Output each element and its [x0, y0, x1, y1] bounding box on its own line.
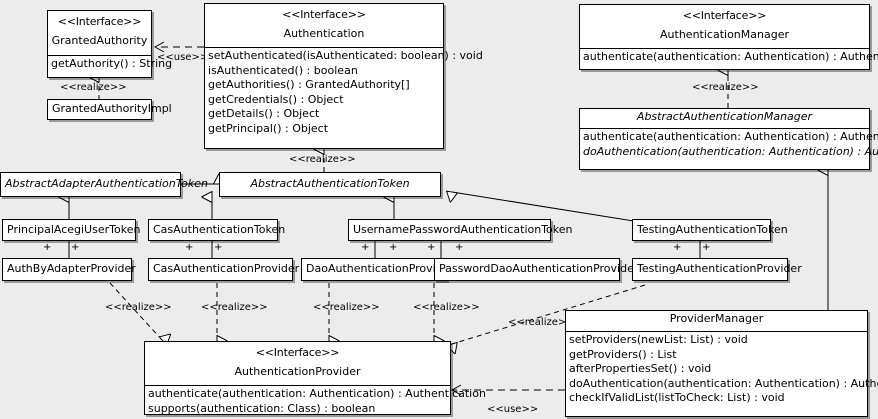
class-box-abstract-authentication-manager[interactable]: AbstractAuthenticationManager authentica…: [579, 108, 878, 170]
edge-label-use-authenticationprovider: <<use>>: [487, 404, 539, 415]
class-name-authentication-manager: AuthenticationManager: [660, 28, 789, 41]
class-box-username-password-authentication-token[interactable]: UsernamePasswordAuthenticationToken: [348, 219, 573, 241]
operation: checkIfValidList(listToCheck: List) : vo…: [569, 391, 785, 404]
class-name-username-password-authentication-token: UsernamePasswordAuthenticationToken: [353, 223, 573, 236]
class-box-granted-authority-impl[interactable]: GrantedAuthorityImpl: [47, 99, 172, 120]
operation: getProviders() : List: [569, 347, 677, 361]
assoc-plus-passworddaoprovider: +: [455, 242, 464, 253]
class-box-abstract-adapter-authentication-token[interactable]: AbstractAdapterAuthenticationToken: [0, 172, 208, 197]
class-name-testing-authentication-provider: TestingAuthenticationProvider: [637, 262, 802, 275]
edge-label-realize-abstractauthenticationmanager: <<realize>>: [692, 82, 759, 93]
edge-label-use-grantedauthority: <<use>>: [157, 52, 209, 63]
class-name-abstract-authentication-token: AbstractAuthenticationToken: [250, 177, 410, 190]
operation: doAuthentication(authentication: Authent…: [569, 376, 878, 390]
assoc-plus-usernamepasswordtoken-dao: +: [361, 242, 370, 253]
operations-provider-manager: setProviders(newList: List) : void getPr…: [566, 332, 878, 408]
assoc-plus-authbyadapterprovider: +: [71, 242, 80, 253]
class-box-password-dao-authentication-provider[interactable]: PasswordDaoAuthenticationProvider: [434, 258, 639, 281]
operation: authenticate(authentication: Authenticat…: [583, 130, 878, 143]
operation: getDetails() : Object: [208, 107, 320, 120]
class-name-authentication-provider: AuthenticationProvider: [234, 365, 361, 378]
operations-granted-authority: getAuthority() : String: [48, 56, 173, 74]
class-header-authentication-provider: <<Interface>> AuthenticationProvider: [145, 342, 450, 386]
assoc-plus-daoauthenticationprovider: +: [389, 242, 398, 253]
edge-label-realize-grantedauthorityimpl: <<realize>>: [60, 82, 127, 93]
stereotype-interface: <<Interface>>: [57, 15, 142, 28]
operation: setProviders(newList: List) : void: [569, 333, 748, 346]
operation: getPrincipal() : Object: [208, 121, 329, 135]
assoc-plus-usernamepasswordtoken-pdao: +: [427, 242, 436, 253]
class-header-authentication-manager: <<Interface>> AuthenticationManager: [580, 5, 869, 49]
class-header-abstract-authentication-manager: AbstractAuthenticationManager: [580, 109, 869, 129]
class-name-abstract-adapter-authentication-token: AbstractAdapterAuthenticationToken: [5, 177, 208, 190]
assoc-plus-testingauthenticationprovider: +: [702, 242, 711, 253]
edge-label-realize-daoauthenticationprovider: <<realize>>: [313, 302, 380, 313]
class-name-abstract-authentication-manager: AbstractAuthenticationManager: [636, 110, 813, 123]
operations-abstract-authentication-manager: authenticate(authentication: Authenticat…: [580, 129, 878, 161]
operation: isAuthenticated() : boolean: [208, 63, 358, 77]
class-box-dao-authentication-provider[interactable]: DaoAuthenticationProvider: [301, 258, 454, 281]
operations-authentication: setAuthenticated(isAuthenticated: boolea…: [205, 48, 483, 138]
class-box-authentication-provider[interactable]: <<Interface>> AuthenticationProvider aut…: [144, 341, 486, 418]
operation: getAuthority() : String: [51, 57, 173, 70]
class-name-auth-by-adapter-provider: AuthByAdapterProvider: [7, 262, 136, 275]
class-name-principal-acegi-user-token: PrincipalAcegiUserToken: [7, 223, 141, 236]
edge-label-realize-casauthenticationprovider: <<realize>>: [201, 302, 268, 313]
class-header-provider-manager: ProviderManager: [566, 311, 867, 332]
class-box-authentication[interactable]: <<Interface>> Authentication setAuthenti…: [204, 3, 483, 149]
class-box-abstract-authentication-token[interactable]: AbstractAuthenticationToken: [219, 172, 441, 197]
assoc-plus-casauthenticationprovider: +: [214, 242, 223, 253]
class-box-cas-authentication-provider[interactable]: CasAuthenticationProvider: [148, 258, 300, 281]
stereotype-interface: <<Interface>>: [282, 8, 366, 21]
operation: setAuthenticated(isAuthenticated: boolea…: [208, 49, 483, 62]
edge-label-realize-testingauthenticationprovider: <<realize>>: [508, 317, 575, 328]
class-box-testing-authentication-provider[interactable]: TestingAuthenticationProvider: [632, 258, 802, 281]
stereotype-interface: <<Interface>>: [682, 9, 767, 22]
class-box-principal-acegi-user-token[interactable]: PrincipalAcegiUserToken: [2, 219, 141, 241]
class-name-provider-manager: ProviderManager: [669, 312, 764, 325]
class-name-dao-authentication-provider: DaoAuthenticationProvider: [306, 262, 454, 275]
assoc-plus-principalacegiusertoken: +: [43, 242, 52, 253]
operation: afterPropertiesSet() : void: [569, 362, 712, 375]
edge-label-realize-abstractauthenticationtoken: <<realize>>: [289, 154, 356, 165]
class-name-cas-authentication-token: CasAuthenticationToken: [153, 223, 286, 236]
class-header-authentication: <<Interface>> Authentication: [205, 4, 443, 48]
class-box-auth-by-adapter-provider[interactable]: AuthByAdapterProvider: [2, 258, 136, 281]
operation: getAuthorities() : GrantedAuthority[]: [208, 78, 410, 91]
class-name-authentication: Authentication: [283, 27, 365, 40]
class-box-cas-authentication-token[interactable]: CasAuthenticationToken: [148, 219, 286, 241]
class-box-provider-manager[interactable]: ProviderManager setProviders(newList: Li…: [565, 310, 878, 417]
class-box-authentication-manager[interactable]: <<Interface>> AuthenticationManager auth…: [579, 4, 878, 70]
assoc-plus-casauthenticationtoken: +: [185, 242, 194, 253]
edge-label-realize-authbyadapterprovider: <<realize>>: [105, 302, 172, 313]
operation: authenticate(authentication: Authenticat…: [583, 50, 878, 63]
class-box-testing-authentication-token[interactable]: TestingAuthenticationToken: [632, 219, 788, 241]
edge-testingauthenticationtoken-generalizes-abstractauthenticationtoken: [452, 192, 641, 223]
operation: supports(authentication: Class) : boolea…: [148, 401, 376, 415]
operation: doAuthentication(authentication: Authent…: [583, 144, 878, 158]
operation: getCredentials() : Object: [208, 92, 344, 106]
operations-authentication-manager: authenticate(authentication: Authenticat…: [580, 49, 878, 67]
operation: authenticate(authentication: Authenticat…: [148, 387, 486, 400]
class-box-granted-authority[interactable]: <<Interface>> GrantedAuthority getAuthor…: [47, 10, 173, 78]
stereotype-interface: <<Interface>>: [255, 346, 340, 359]
assoc-plus-testingauthenticationtoken: +: [673, 242, 682, 253]
class-name-password-dao-authentication-provider: PasswordDaoAuthenticationProvider: [439, 262, 639, 275]
class-header-granted-authority: <<Interface>> GrantedAuthority: [48, 11, 151, 56]
class-name-granted-authority: GrantedAuthority: [51, 34, 148, 47]
edge-label-realize-passworddaoprovider: <<realize>>: [413, 302, 480, 313]
class-name-granted-authority-impl: GrantedAuthorityImpl: [52, 102, 172, 115]
operations-authentication-provider: authenticate(authentication: Authenticat…: [145, 386, 486, 418]
class-name-testing-authentication-token: TestingAuthenticationToken: [637, 223, 788, 236]
class-name-cas-authentication-provider: CasAuthenticationProvider: [153, 262, 300, 275]
